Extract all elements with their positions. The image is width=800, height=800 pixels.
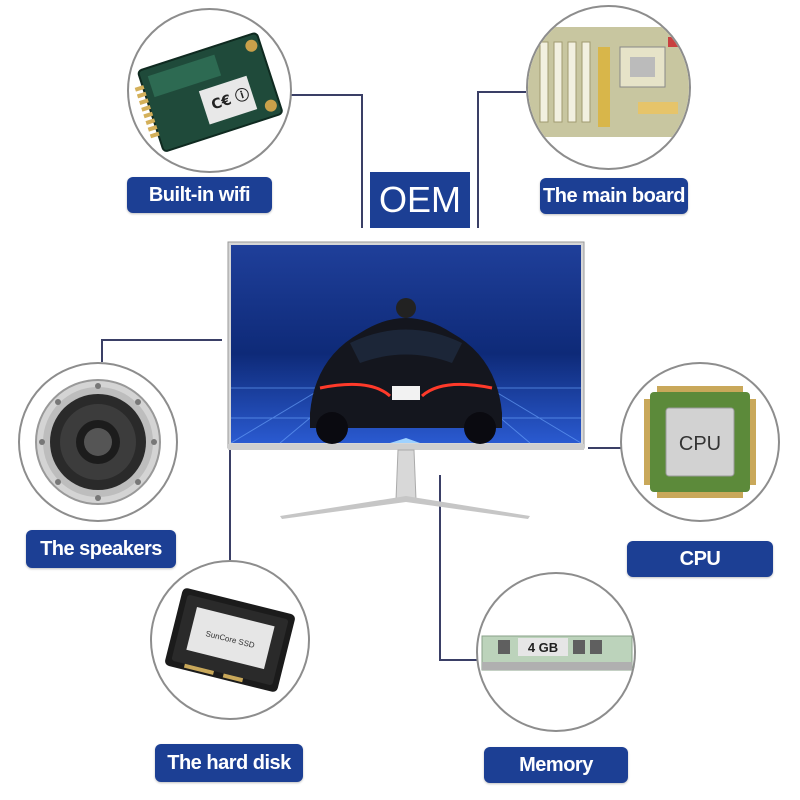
wifi-connector bbox=[290, 94, 363, 228]
speaker-circle bbox=[18, 362, 178, 522]
ssd-icon: SunCore SSD bbox=[165, 588, 295, 692]
memory-connector bbox=[439, 475, 482, 661]
oem-title: OEM bbox=[370, 172, 470, 228]
wifi-card-icon: C€ ⓘ bbox=[134, 32, 283, 152]
cpu-chip-text: CPU bbox=[679, 433, 721, 455]
mainboard-connector bbox=[477, 91, 526, 228]
memory-circle: 4 GB bbox=[476, 572, 636, 732]
label-cpu: CPU bbox=[627, 541, 773, 577]
hard-disk-circle: SunCore SSD bbox=[150, 560, 310, 720]
label-built-in-wifi: Built-in wifi bbox=[127, 177, 272, 213]
label-the-speakers: The speakers bbox=[26, 530, 176, 568]
speakers-connector bbox=[101, 339, 222, 362]
mainboard-circle bbox=[526, 5, 691, 170]
speaker-icon bbox=[35, 379, 161, 505]
label-memory: Memory bbox=[484, 747, 628, 783]
cpu-circle: CPU bbox=[620, 362, 780, 522]
cpu-chip-icon: CPU bbox=[644, 386, 756, 498]
wifi-card-circle: C€ ⓘ bbox=[127, 8, 292, 173]
memory-size-text: 4 GB bbox=[528, 640, 558, 655]
mainboard-icon bbox=[528, 27, 689, 137]
label-main-board: The main board bbox=[540, 178, 688, 214]
monitor-illustration bbox=[227, 241, 585, 519]
memory-stick-icon: 4 GB bbox=[481, 635, 633, 671]
label-the-hard-disk: The hard disk bbox=[155, 744, 303, 782]
